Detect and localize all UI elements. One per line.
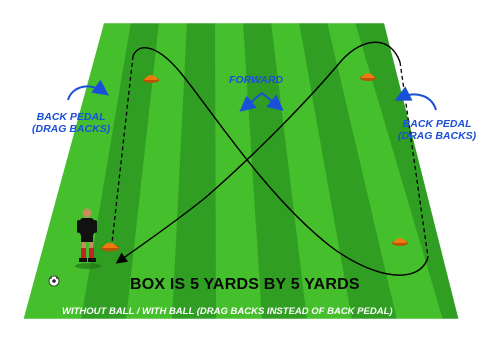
- soccer-ball-icon: [49, 276, 59, 286]
- left-backpedal-label: BACK PEDAL (DRAG BACKS): [32, 111, 110, 135]
- left-backpedal-line1: BACK PEDAL: [32, 111, 110, 123]
- drill-subtitle: WITHOUT BALL / WITH BALL (DRAG BACKS INS…: [62, 306, 393, 317]
- right-backpedal-line1: BACK PEDAL: [398, 118, 476, 130]
- right-backpedal-label: BACK PEDAL (DRAG BACKS): [398, 118, 476, 142]
- box-size-title: BOX IS 5 YARDS BY 5 YARDS: [130, 276, 360, 294]
- right-backpedal-line2: (DRAG BACKS): [398, 130, 476, 142]
- forward-label: FORWARD: [229, 74, 283, 86]
- left-backpedal-line2: (DRAG BACKS): [32, 123, 110, 135]
